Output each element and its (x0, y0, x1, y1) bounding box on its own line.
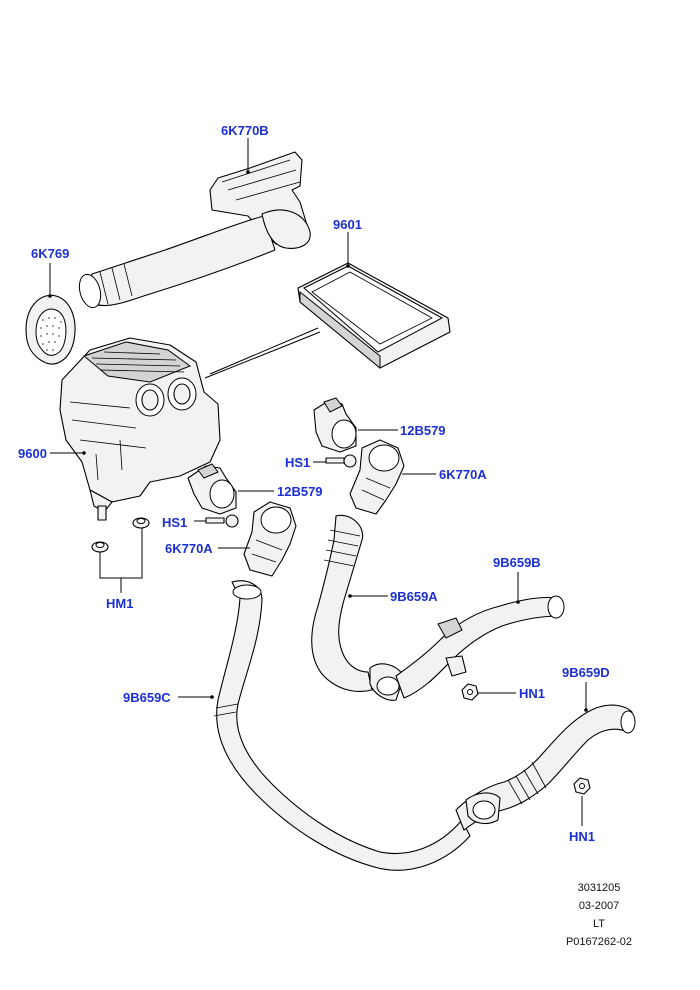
leader-filter-link-a (204, 331, 321, 379)
leader-hm1 (99, 528, 143, 579)
part-9b659c-hose (213, 580, 471, 871)
part-9600-air-cleaner (59, 337, 221, 521)
label-9601: 9601 (333, 217, 362, 232)
label-hs1-mid: HS1 (162, 515, 187, 530)
part-6k770a-top-adaptor (349, 439, 405, 515)
leader-dot-9b659b (516, 600, 520, 604)
part-hs1-top-screw (325, 454, 357, 468)
part-9601-filter (297, 262, 451, 370)
footer-line-1: 3031205 (578, 882, 621, 894)
part-12b579-mid-sensor (187, 463, 237, 515)
part-hn1-top-nut (461, 683, 479, 701)
part-hn1-bottom-nut (573, 777, 591, 795)
label-hm1: HM1 (106, 596, 133, 611)
label-9b659c: 9B659C (123, 690, 171, 705)
leader-dot-6k769 (48, 294, 52, 298)
label-9600: 9600 (18, 446, 47, 461)
label-hs1-top: HS1 (285, 455, 310, 470)
label-6k770a-mid: 6K770A (165, 541, 213, 556)
leader-dot-9b659c (210, 695, 214, 699)
label-12b579-top: 12B579 (400, 423, 446, 438)
label-9b659b: 9B659B (493, 555, 541, 570)
part-9b659a-hose (311, 514, 405, 701)
label-12b579-mid: 12B579 (277, 484, 323, 499)
part-9b659b-hose (395, 595, 565, 699)
part-9b659d-hose (455, 704, 636, 831)
part-hs1-mid-screw (205, 514, 239, 528)
leader-dot-6k770b (246, 170, 250, 174)
part-6k769-grille (25, 294, 76, 365)
label-6k770b: 6K770B (221, 123, 269, 138)
part-12b579-top-sensor (313, 397, 357, 453)
label-hn1-bottom: HN1 (569, 829, 595, 844)
footer-line-2: 03-2007 (579, 900, 619, 912)
leader-filter-link-b (209, 327, 319, 375)
label-6k770a-top: 6K770A (439, 467, 487, 482)
label-6k769: 6K769 (31, 246, 69, 261)
label-hn1-top: HN1 (519, 686, 545, 701)
leader-dot-9b659a (348, 594, 352, 598)
footer-line-4: P0167262-02 (566, 936, 632, 948)
leader-dot-9600 (82, 451, 86, 455)
label-9b659a: 9B659A (390, 589, 438, 604)
leader-dot-9601 (346, 264, 350, 268)
part-6k770b-intake-duct (78, 151, 311, 309)
footer-reference: 3031205 03-2007 LT P0167262-02 (566, 882, 632, 948)
footer-line-3: LT (593, 918, 605, 930)
label-9b659d: 9B659D (562, 665, 610, 680)
leader-dot-9b659d (584, 708, 588, 712)
part-6k770a-mid-adaptor (243, 501, 297, 577)
part-hm1-grommets (91, 517, 150, 553)
